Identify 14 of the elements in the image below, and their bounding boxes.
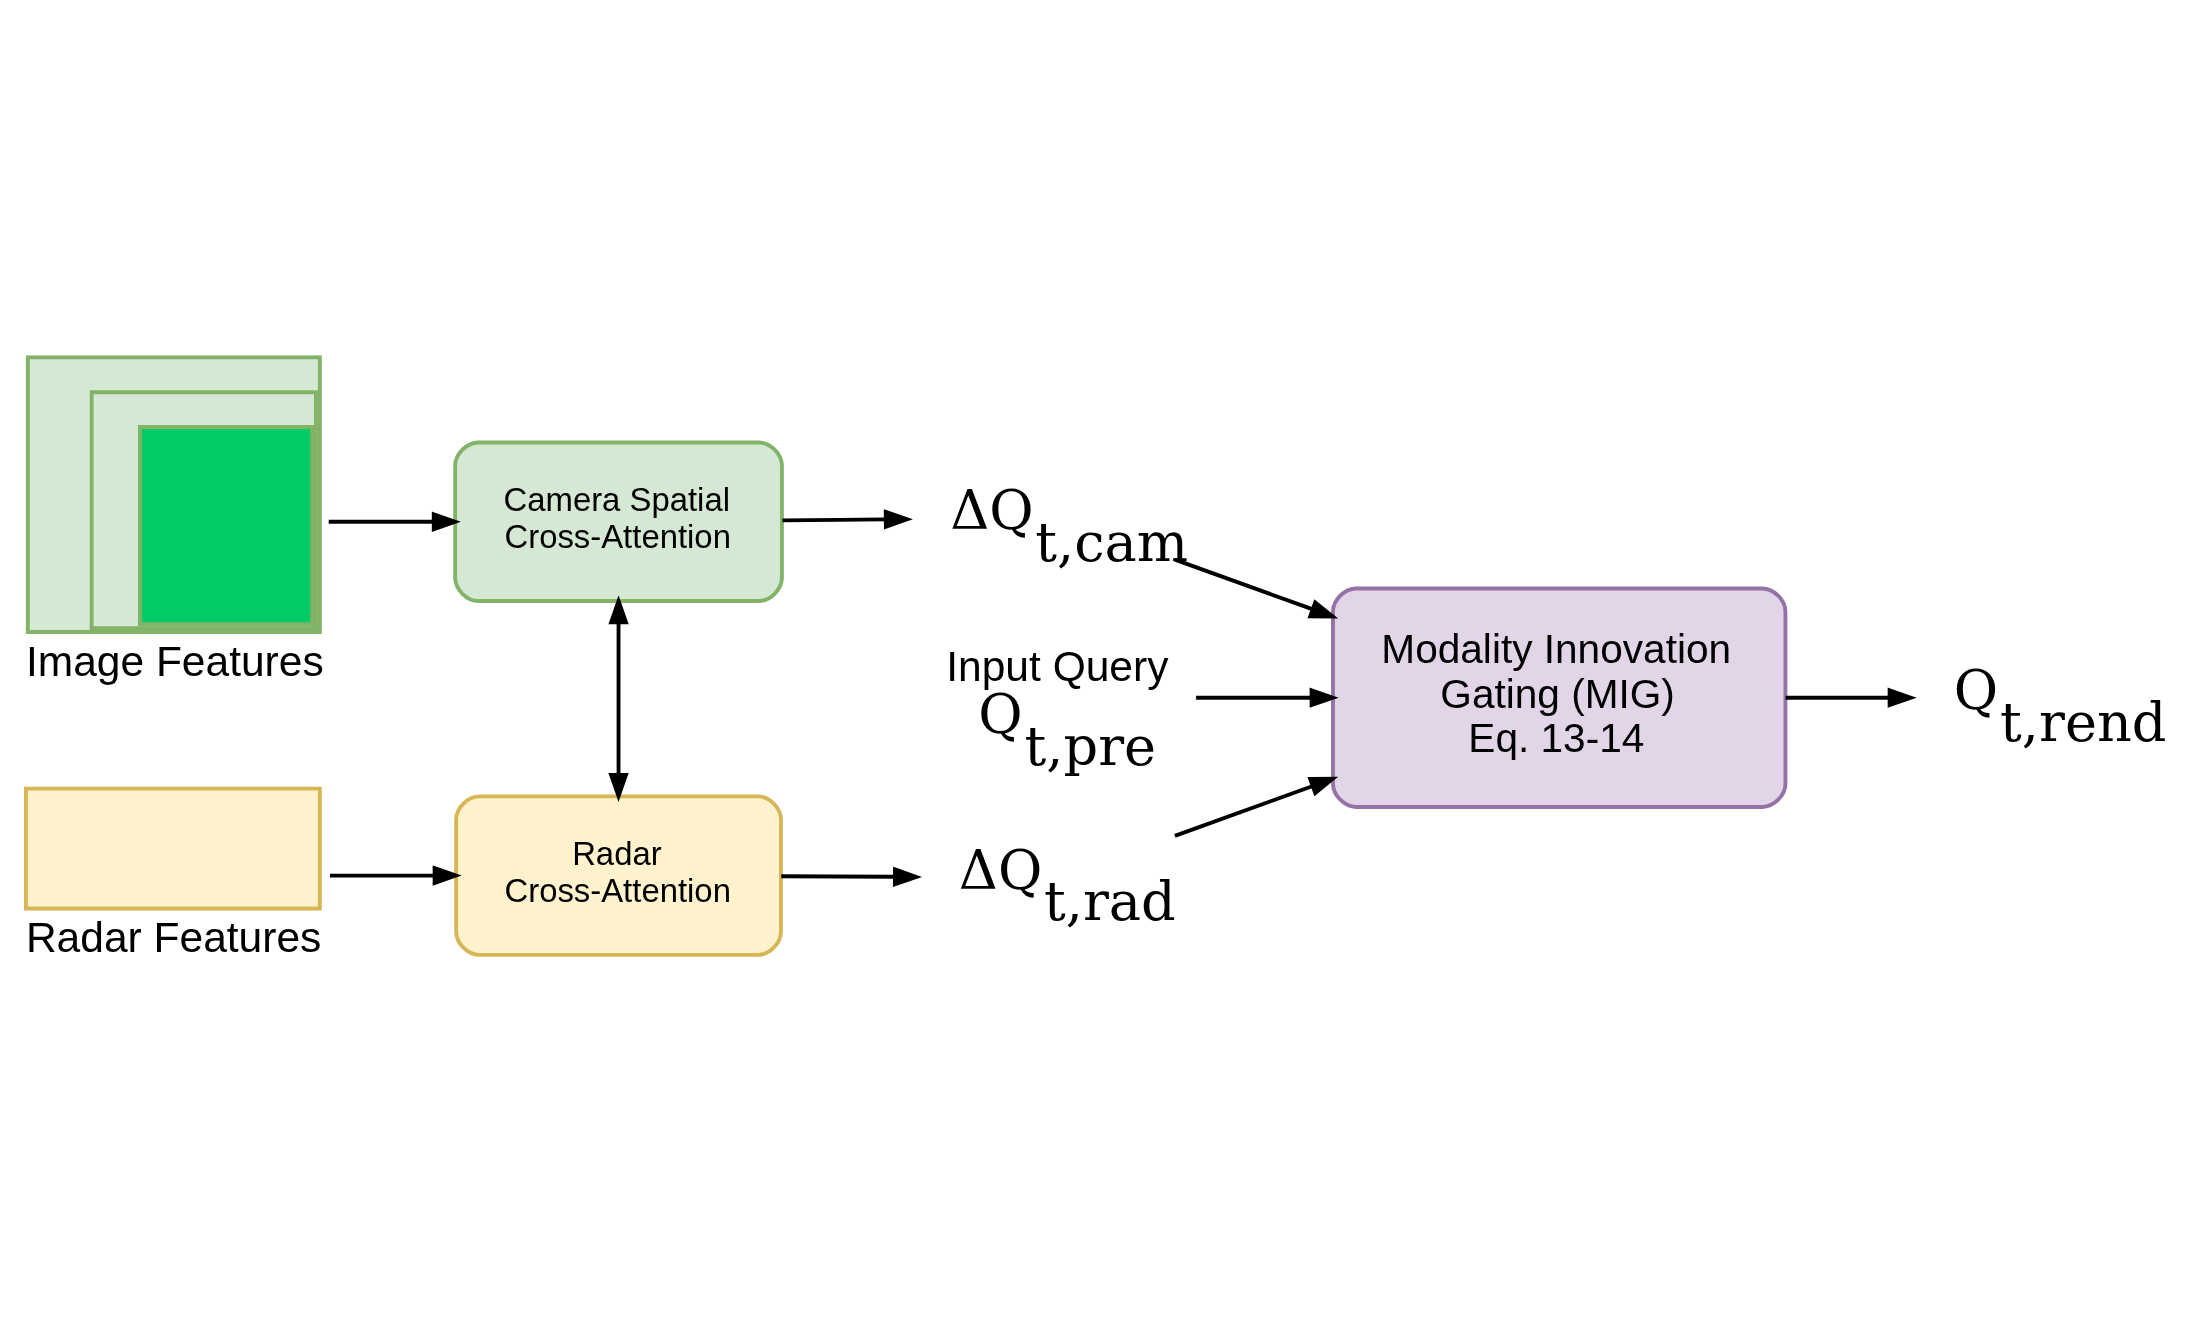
arrow [1174, 557, 1339, 619]
node-label: Radar Features [25, 913, 322, 962]
arrow [329, 865, 462, 886]
node-label: Image Features [25, 636, 324, 685]
arrow [782, 509, 913, 530]
arrow [328, 511, 461, 532]
node-box: Modality Innovation Gating (MIG) Eq. 13-14 [1331, 586, 1788, 809]
arrow [781, 866, 923, 887]
arrow [608, 595, 629, 802]
arrow [1174, 776, 1339, 838]
arrow [1196, 687, 1339, 708]
node-box: Radar Cross-Attention [454, 794, 783, 957]
node-box: Camera Spatial Cross-Attention [453, 440, 784, 603]
arrow [1785, 687, 1917, 708]
